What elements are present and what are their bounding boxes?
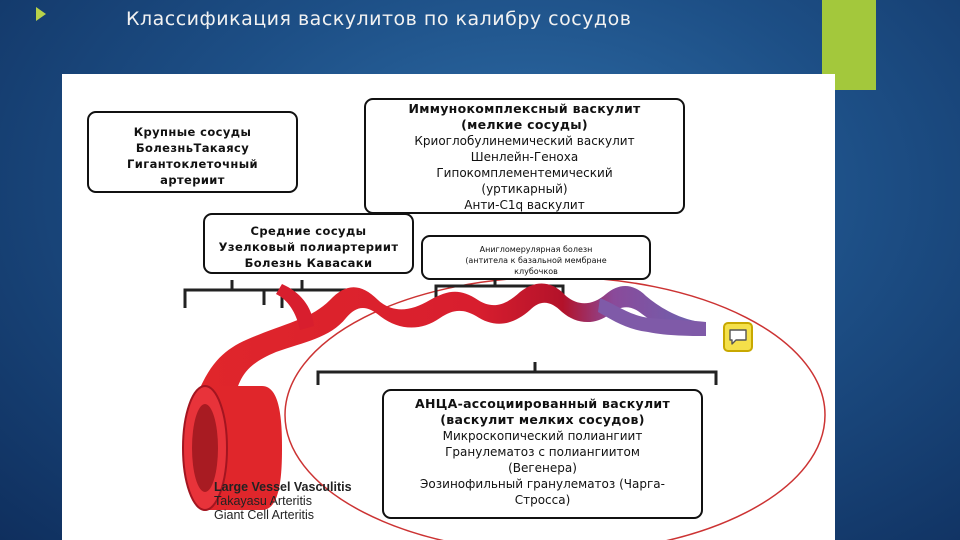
strauss-label: Стросса) [514,493,571,507]
takayasu-label: БолезньТакаясу [135,141,250,155]
immune-complex-box: Иммунокомплексный васкулит (мелкие сосуд… [364,98,685,214]
cryoglobulinemic-label: Криоглобулинемический васкулит [414,134,635,148]
comment-icon[interactable] [723,322,753,352]
anti-gbm-line2: (антитела к базальной мембране [465,256,607,265]
bracket-large [183,280,284,308]
egpa-label: Эозинофильный гранулематоз (Чарга- [420,477,665,491]
hypocomplement-label: Гипокомплементемический [436,166,613,180]
anti-c1q-label: Анти-С1q васкулит [464,198,585,212]
large-vessels-heading: Крупные сосуды [133,125,252,139]
caption-takayasu: Takayasu Arteritis [214,494,312,508]
caption-large-vessel: Large Vessel Vasculitis [214,480,352,494]
anti-gbm-line1: Анигломерулярная болезн [479,245,593,254]
large-vessels-box: Крупные сосуды БолезньТакаясу Гигантокле… [87,111,298,193]
anca-box: АНЦА-ассоциированный васкулит (васкулит … [382,389,703,519]
medium-vessels-heading: Средние сосуды [250,224,367,238]
kawasaki-label: Болезнь Кавасаки [244,256,373,270]
gpa-label: Гранулематоз с полиангиитом [445,445,640,459]
bracket-immune [434,276,565,298]
henoch-label: Шенлейн-Геноха [470,150,579,164]
immune-complex-subheading: (мелкие сосуды) [461,117,588,132]
polyarteritis-label: Узелковый полиартериит [218,240,399,254]
vessel-trunk [200,283,704,392]
vessel-branch [276,284,314,330]
arteritis-label: артериит [160,173,225,187]
urticarial-label: (уртикарный) [481,182,568,196]
anca-subheading: (васкулит мелких сосудов) [440,412,645,427]
bullet-arrow-icon [36,7,46,21]
anti-gbm-line3: клубочков [514,267,558,276]
aorta-lumen [192,404,218,492]
anca-heading: АНЦА-ассоциированный васкулит [414,396,671,411]
mpa-label: Микроскопический полиангиит [442,429,643,443]
medium-vessels-box: Средние сосуды Узелковый полиартериит Бо… [203,213,414,274]
capillary-tip [598,298,706,336]
wegener-label: (Вегенера) [508,461,577,475]
bracket-anca [316,362,718,385]
vessel-caption: Large Vessel Vasculitis Takayasu Arterit… [214,480,352,522]
speech-bubble-icon [729,329,747,345]
slide-title: Классификация васкулитов по калибру сосу… [126,8,632,30]
anti-gbm-box: Анигломерулярная болезн (антитела к база… [421,235,651,280]
caption-giant-cell: Giant Cell Arteritis [214,508,315,522]
giant-cell-label: Гигантоклеточный [127,157,258,171]
immune-complex-heading: Иммунокомплексный васкулит [408,101,641,116]
